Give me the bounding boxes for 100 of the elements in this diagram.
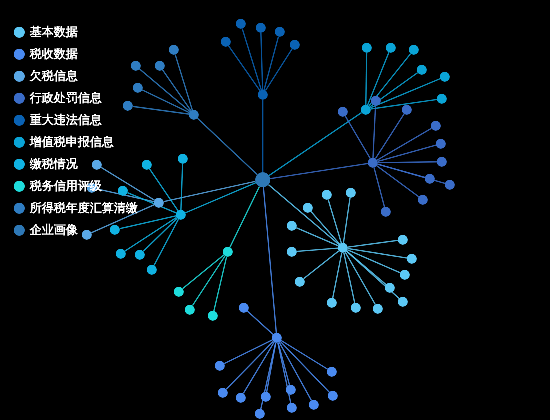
connector-line xyxy=(348,248,408,259)
connector-line xyxy=(230,186,260,248)
legend-label: 欠税信息 xyxy=(30,69,78,83)
connector-line xyxy=(265,48,293,92)
node-circle xyxy=(169,45,179,55)
node-circle xyxy=(261,392,271,402)
node-circle xyxy=(110,225,120,235)
node-circle xyxy=(407,254,417,264)
node-circle xyxy=(272,333,282,343)
node-circle xyxy=(385,283,395,293)
connector-line xyxy=(100,167,156,201)
node-circle xyxy=(440,72,450,82)
node-circle xyxy=(189,110,199,120)
connector-line xyxy=(278,342,312,401)
node-circle xyxy=(409,45,419,55)
connector-line xyxy=(149,168,179,212)
connector-line xyxy=(296,248,338,252)
node-circle xyxy=(295,277,305,287)
connector-line xyxy=(243,342,275,394)
connector-line xyxy=(370,72,418,108)
node-circle xyxy=(236,19,246,29)
node-circle xyxy=(431,121,441,131)
connector-line xyxy=(346,250,387,286)
connector-line xyxy=(214,256,228,312)
connector-line xyxy=(270,163,368,180)
connector-line xyxy=(328,200,342,244)
node-circle xyxy=(239,303,249,313)
node-circle xyxy=(135,250,145,260)
connector-line xyxy=(124,217,178,252)
legend-label: 基本数据 xyxy=(30,25,78,39)
node-circle xyxy=(402,105,412,115)
node-circle xyxy=(154,198,164,208)
node-circle xyxy=(327,367,337,377)
node-circle xyxy=(218,388,228,398)
legend-label: 缴税情况 xyxy=(30,157,78,171)
node-circle xyxy=(303,203,313,213)
node-circle xyxy=(309,400,319,410)
connector-line xyxy=(376,128,432,162)
node-circle xyxy=(368,158,378,168)
node-circle xyxy=(362,43,372,53)
node-circle xyxy=(92,160,102,170)
node-circle xyxy=(223,247,233,257)
node-circle xyxy=(398,297,408,307)
legend-label: 所得税年度汇算清缴 xyxy=(30,201,138,215)
node-circle xyxy=(445,180,455,190)
node-circle xyxy=(287,221,297,231)
node-circle xyxy=(371,96,381,106)
connector-line xyxy=(132,106,190,115)
node-circle xyxy=(155,61,165,71)
node-circle xyxy=(286,385,296,395)
connector-line xyxy=(348,240,398,248)
connector-line xyxy=(370,78,441,109)
node-circle xyxy=(361,105,371,115)
node-circle xyxy=(185,305,195,315)
node-circle xyxy=(255,409,265,419)
connector-line xyxy=(343,252,356,304)
connector-line xyxy=(120,215,176,230)
node-circle xyxy=(208,311,218,321)
connector-line xyxy=(280,340,328,370)
connector-line xyxy=(162,70,192,112)
connector-line xyxy=(310,211,340,245)
connector-line xyxy=(266,342,277,392)
node-circle xyxy=(258,90,268,100)
node-circle xyxy=(373,304,383,314)
connector-line xyxy=(127,192,177,214)
node-circle xyxy=(176,210,186,220)
node-circle xyxy=(287,247,297,257)
connector-line xyxy=(192,256,226,306)
node-circle xyxy=(290,40,300,50)
node-circle xyxy=(437,94,447,104)
node-circle xyxy=(436,139,446,149)
node-circle xyxy=(116,249,126,259)
connector-line xyxy=(376,165,420,198)
node-circle xyxy=(351,303,361,313)
legend-label: 行政处罚信息 xyxy=(30,91,102,105)
legend-label: 重大违法信息 xyxy=(30,113,102,127)
connector-line xyxy=(197,118,258,176)
connector-line xyxy=(367,52,390,106)
connector-line xyxy=(262,100,264,172)
connector-line xyxy=(139,68,191,112)
connector-line xyxy=(264,36,280,90)
connector-line xyxy=(375,114,405,160)
node-circle xyxy=(338,107,348,117)
connector-line xyxy=(247,310,274,336)
node-circle xyxy=(236,393,246,403)
node-circle xyxy=(322,190,332,200)
connector-line xyxy=(378,161,438,164)
node-circle xyxy=(178,154,188,164)
node-circle xyxy=(131,61,141,71)
node-circle xyxy=(275,27,285,37)
node-circle xyxy=(221,37,231,47)
connector-line xyxy=(378,144,436,162)
connector-line xyxy=(344,116,372,160)
connector-line xyxy=(143,218,178,252)
connector-line xyxy=(304,250,340,280)
connector-line xyxy=(278,342,290,386)
node-circle xyxy=(425,174,435,184)
connector-line xyxy=(154,219,180,266)
node-circle xyxy=(398,235,408,245)
connector-line xyxy=(268,112,362,176)
